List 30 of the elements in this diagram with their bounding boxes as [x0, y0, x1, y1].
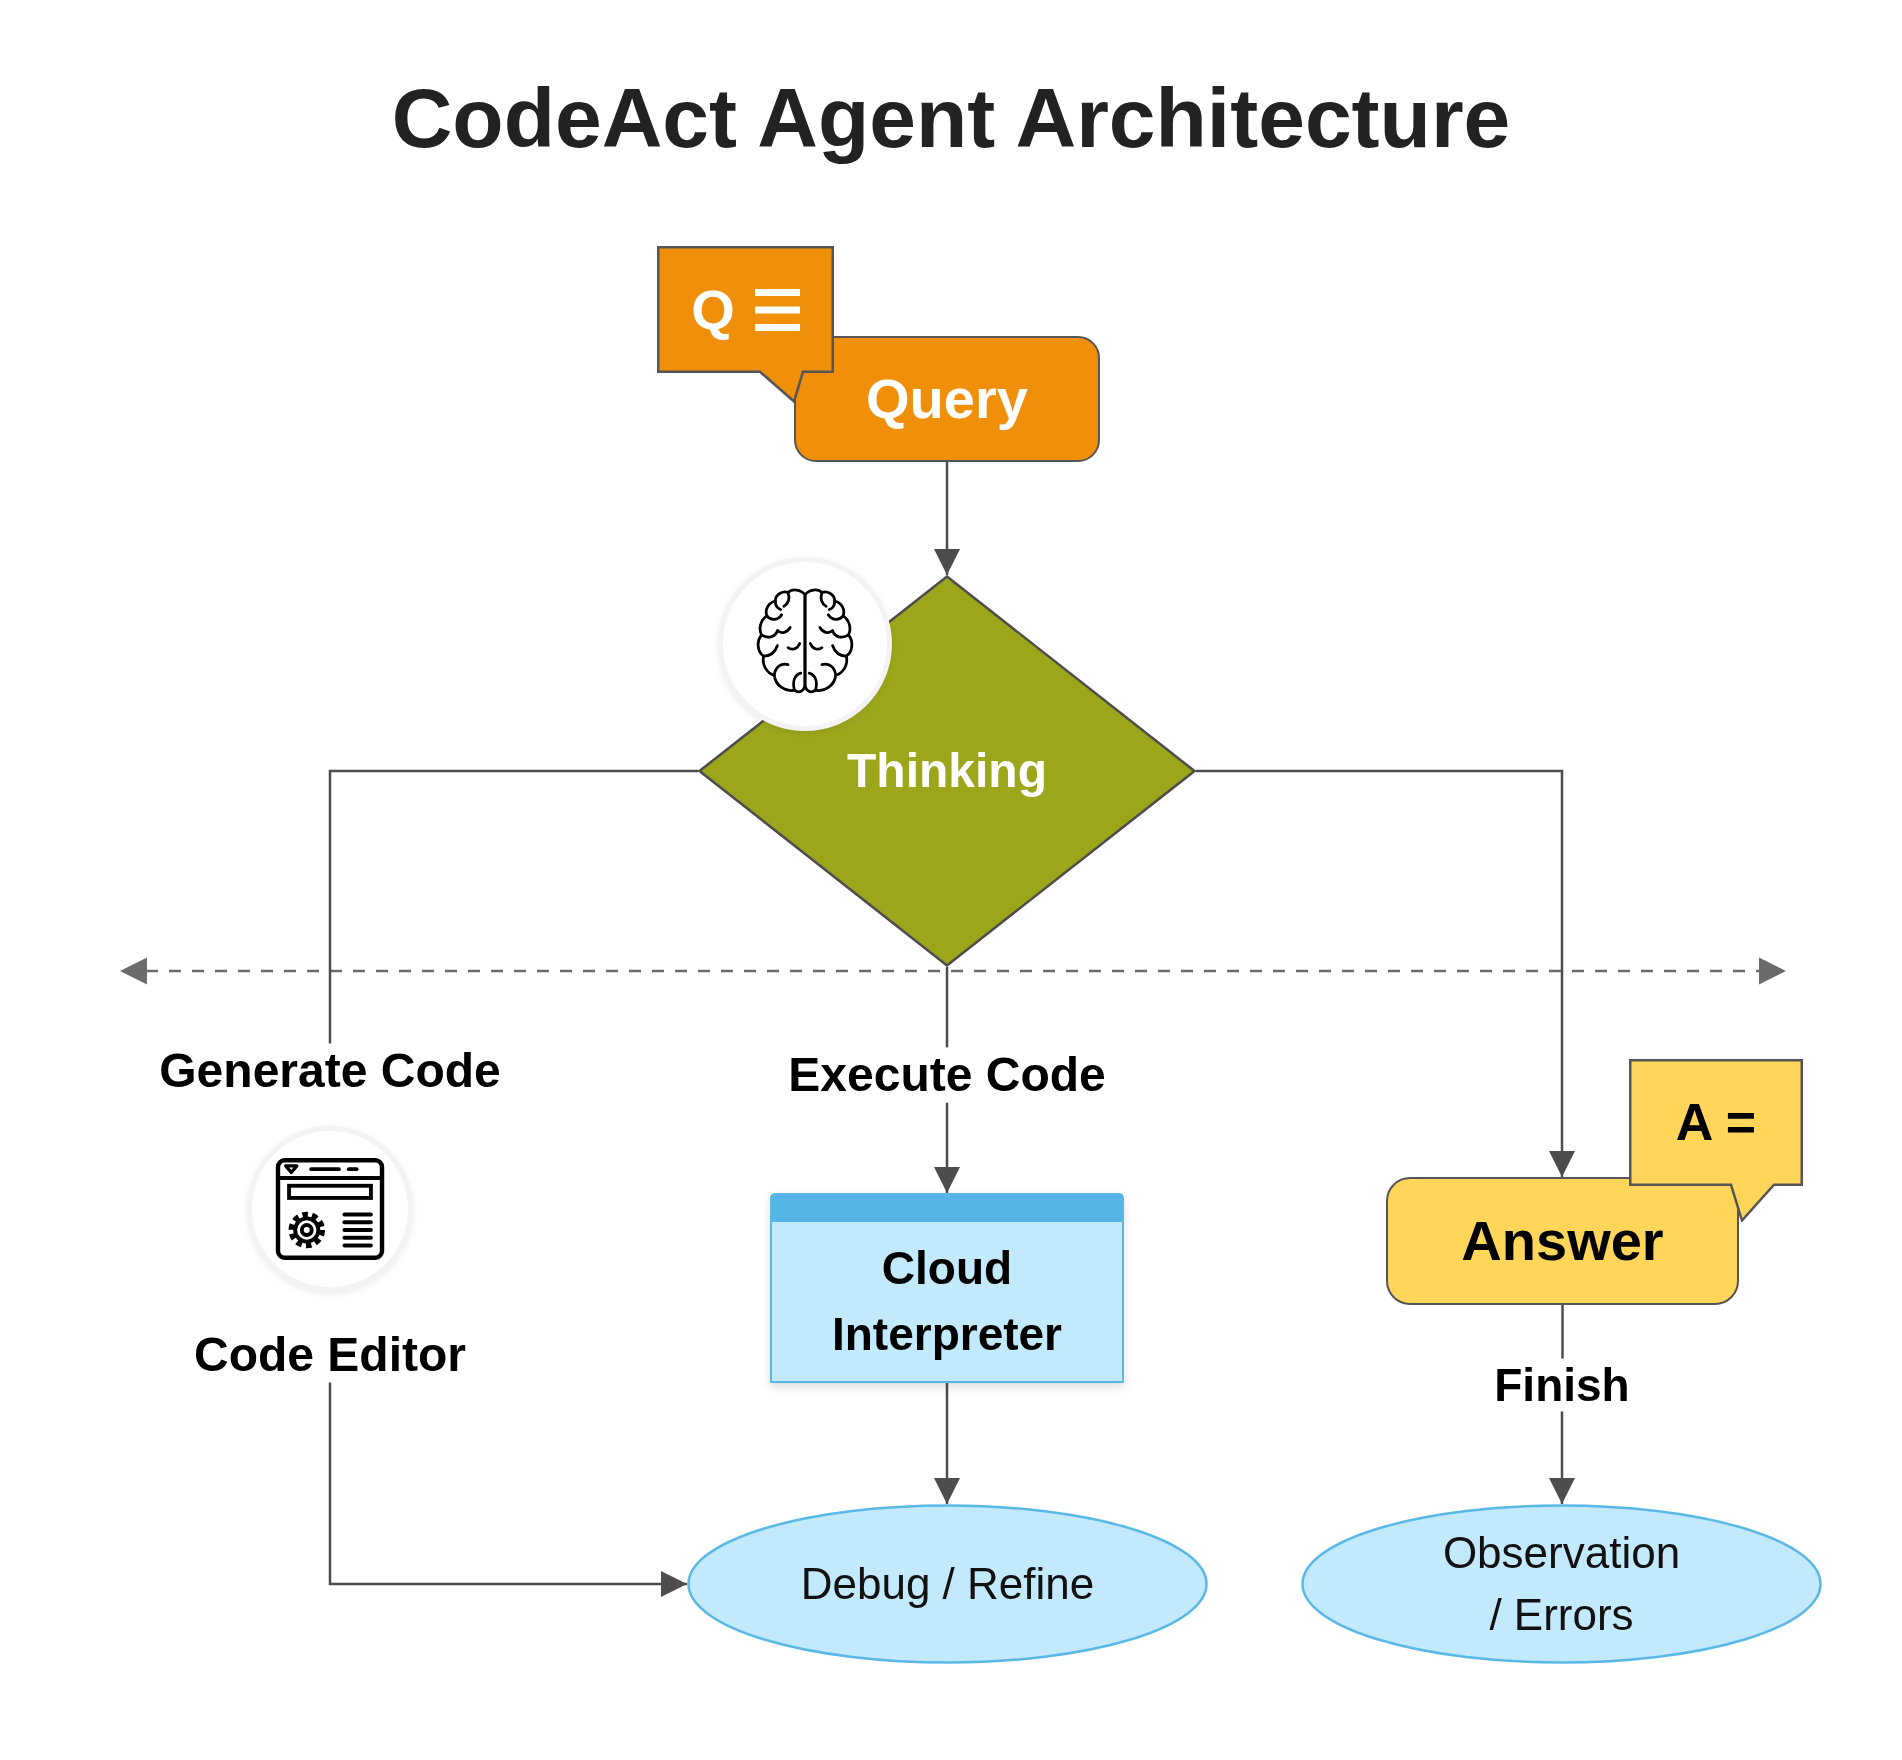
arrow	[934, 1102, 960, 1193]
process-box	[1386, 1177, 1739, 1305]
arrow	[934, 1383, 960, 1504]
arrow	[1196, 769, 1575, 1177]
process-box	[770, 1193, 1124, 1383]
decision-diamond	[698, 575, 1196, 967]
connector-line	[328, 769, 698, 1044]
node-label: Observation / Errors	[1441, 1527, 1682, 1641]
connector-line	[945, 967, 949, 1048]
speech-bubble	[657, 246, 834, 403]
node-label: Cloud Interpreter	[830, 1241, 1064, 1362]
node-label: Debug / Refine	[800, 1558, 1095, 1611]
step-label: Finish	[1494, 1358, 1630, 1412]
step-label: Code Editor	[194, 1327, 466, 1383]
node-label: Q	[691, 278, 735, 341]
arrow	[328, 1382, 687, 1597]
arrow	[934, 462, 960, 575]
diagram-title: CodeAct Agent Architecture	[391, 70, 1511, 167]
step-label: Execute Code	[788, 1047, 1106, 1103]
step-label: Generate Code	[159, 1043, 501, 1099]
node-label: A =	[1675, 1093, 1757, 1152]
node-label: Thinking	[847, 743, 1047, 800]
node-label: Answer	[1461, 1208, 1664, 1275]
arrow	[1549, 1411, 1575, 1504]
process-box	[794, 336, 1100, 462]
terminal-ellipse	[1301, 1504, 1822, 1664]
node-label: Query	[866, 366, 1028, 433]
terminal-ellipse	[687, 1504, 1208, 1664]
connector-line	[1561, 1305, 1564, 1359]
speech-bubble	[1629, 1059, 1803, 1222]
